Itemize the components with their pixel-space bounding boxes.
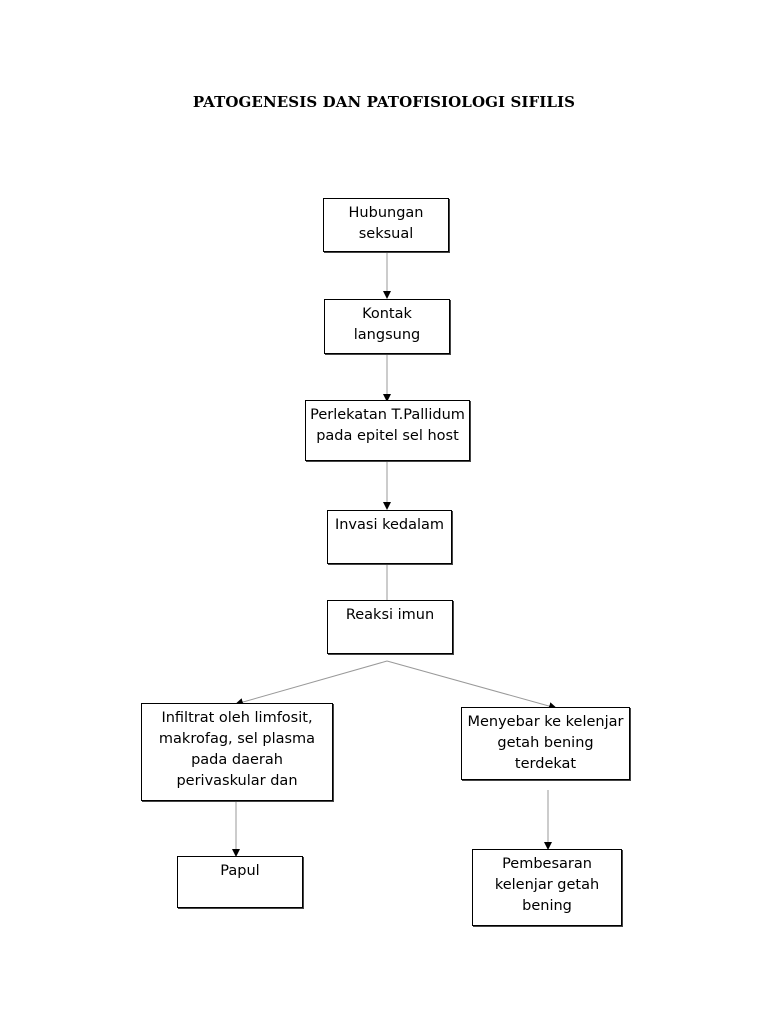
node-label: Kontak langsung bbox=[353, 306, 421, 343]
node-label: Menyebar ke kelenjar getah bening terdek… bbox=[467, 714, 624, 772]
node-pembesaran: Pembesaran kelenjar getah bening bbox=[472, 849, 622, 926]
edge-reaksi-to-menyebar bbox=[386, 660, 557, 710]
edge-reaksi-to-infiltrat bbox=[235, 660, 388, 706]
node-reaksi-imun: Reaksi imun bbox=[327, 600, 453, 654]
node-invasi: Invasi kedalam bbox=[327, 510, 452, 564]
node-perlekatan: Perlekatan T.Pallidum pada epitel sel ho… bbox=[305, 400, 470, 461]
node-hubungan-seksual: Hubungan seksual bbox=[323, 198, 449, 252]
node-label: Invasi kedalam bbox=[334, 517, 445, 533]
node-infiltrat: Infiltrat oleh limfosit, makrofag, sel p… bbox=[141, 703, 333, 801]
node-menyebar: Menyebar ke kelenjar getah bening terdek… bbox=[461, 707, 630, 780]
node-label: Reaksi imun bbox=[345, 607, 435, 623]
page-title: PATOGENESIS DAN PATOFISIOLOGI SIFILIS bbox=[192, 93, 576, 111]
node-papul: Papul bbox=[177, 856, 303, 908]
node-label: Perlekatan T.Pallidum pada epitel sel ho… bbox=[310, 407, 465, 444]
node-kontak-langsung: Kontak langsung bbox=[324, 299, 450, 354]
node-label: Hubungan seksual bbox=[348, 205, 424, 242]
node-label: Pembesaran kelenjar getah bening bbox=[494, 856, 600, 914]
node-label: Papul bbox=[220, 863, 260, 879]
node-label: Infiltrat oleh limfosit, makrofag, sel p… bbox=[158, 710, 316, 789]
